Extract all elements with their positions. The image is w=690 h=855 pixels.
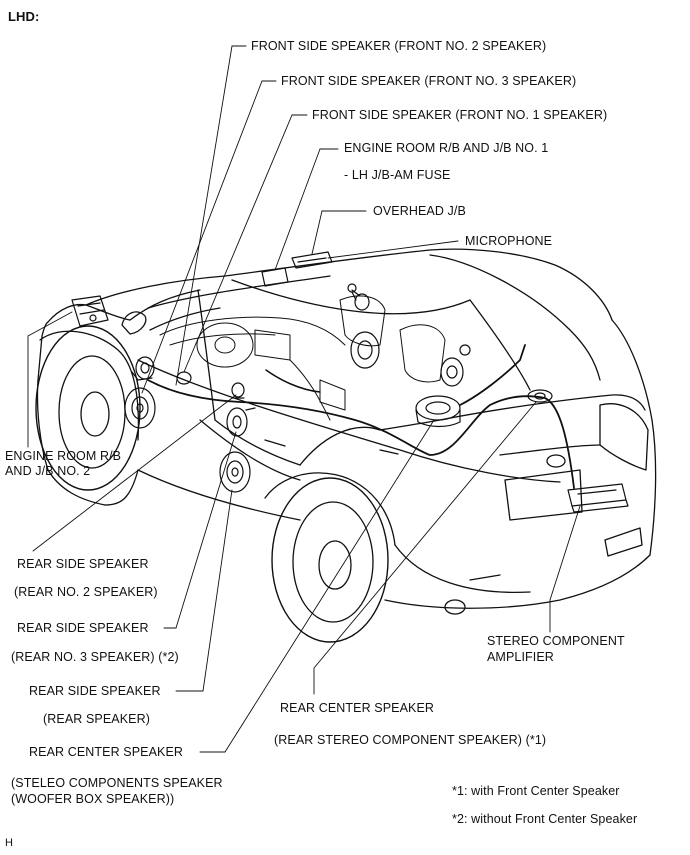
label-rear-side-rear-l2: (REAR SPEAKER)	[43, 712, 150, 726]
wiring-harness	[147, 379, 575, 489]
label-rear-side-no3-l2: (REAR NO. 3 SPEAKER) (*2)	[11, 650, 179, 664]
leader-lines	[27, 45, 581, 753]
label-rear-center-woofer-l2: (STELEO COMPONENTS SPEAKER	[11, 776, 223, 790]
front-no2-speaker	[131, 356, 155, 381]
right-rear-speakers	[440, 344, 471, 387]
interior	[159, 295, 446, 421]
rear-side-no2-speaker	[231, 382, 245, 399]
overhead-jb	[291, 251, 333, 269]
label-front-side-no1: FRONT SIDE SPEAKER (FRONT NO. 1 SPEAKER)	[312, 108, 608, 122]
figure-code: H	[5, 837, 14, 849]
label-rear-center-l1: REAR CENTER SPEAKER	[280, 701, 435, 715]
label-rear-side-no3-l1: REAR SIDE SPEAKER	[17, 621, 149, 635]
label-front-side-no2: FRONT SIDE SPEAKER (FRONT NO. 2 SPEAKER)	[251, 39, 547, 53]
label-front-side-no3: FRONT SIDE SPEAKER (FRONT NO. 3 SPEAKER)	[281, 74, 577, 88]
label-lh-jb-am-fuse: - LH J/B-AM FUSE	[344, 168, 451, 182]
right-front-speakers	[350, 289, 380, 369]
note-1: *1: with Front Center Speaker	[452, 784, 620, 798]
rear-side-rear-speaker	[219, 451, 251, 493]
label-rear-side-no2-l1: REAR SIDE SPEAKER	[17, 557, 149, 571]
label-overhead-jb: OVERHEAD J/B	[373, 204, 466, 218]
label-stereo-amp-l1: STEREO COMPONENT	[487, 634, 625, 648]
rear-center-woofer-speaker	[415, 395, 461, 428]
label-rear-side-rear-l1: REAR SIDE SPEAKER	[29, 684, 161, 698]
engine-room-rb-jb-1	[261, 267, 289, 287]
label-engine-room-rb1: ENGINE ROOM R/B AND J/B NO. 1	[344, 141, 549, 155]
rear-side-no3-speaker	[226, 407, 256, 437]
car-body	[35, 248, 657, 643]
stereo-component-amplifier	[567, 483, 629, 513]
engine-room-rb-jb-2	[71, 295, 109, 327]
front-no3-speaker	[124, 387, 156, 429]
label-rear-center-woofer-l3: (WOOFER BOX SPEAKER))	[11, 792, 175, 806]
label-engine-room-rb2-l2: AND J/B NO. 2	[5, 464, 91, 478]
label-engine-room-rb2-l1: ENGINE ROOM R/B	[5, 449, 122, 463]
note-2: *2: without Front Center Speaker	[452, 812, 638, 826]
label-rear-center-woofer-l1: REAR CENTER SPEAKER	[29, 745, 184, 759]
label-rear-side-no2-l2: (REAR NO. 2 SPEAKER)	[14, 585, 158, 599]
label-rear-center-l2: (REAR STEREO COMPONENT SPEAKER) (*1)	[274, 733, 547, 747]
label-microphone: MICROPHONE	[465, 234, 553, 248]
page-title: LHD:	[8, 9, 40, 24]
label-stereo-amp-l2: AMPLIFIER	[487, 650, 554, 664]
components	[71, 251, 629, 513]
